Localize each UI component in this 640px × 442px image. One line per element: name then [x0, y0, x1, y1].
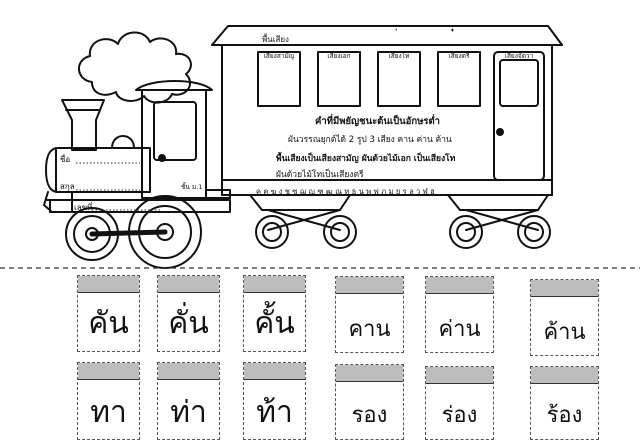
card-word: ร่อง [441, 403, 478, 428]
roof-label: พื้นเสียง [262, 33, 289, 44]
card-row2-5[interactable]: ร่อง [425, 366, 494, 440]
number-label: เลขที่ [74, 201, 92, 212]
card-row2-6[interactable]: ร้อง [530, 366, 599, 440]
card-tab [426, 367, 493, 384]
card-tab [531, 280, 598, 297]
tone-mark-ek: ่ [395, 29, 397, 31]
card-tab [244, 363, 305, 380]
card-row1-2[interactable]: คั่น [157, 275, 220, 352]
cab-window [153, 101, 197, 161]
card-row1-5[interactable]: ค่าน [425, 276, 494, 353]
consonant-list: ค ฅ ฆ ง ช ซ ฌ ญ ฑ ฒ ณ ท ธ น พ ฟ ภ ม ย ร … [256, 187, 435, 196]
card-row1-3[interactable]: คั้น [243, 275, 306, 352]
window-1 [257, 51, 301, 107]
card-word: ค่าน [438, 317, 481, 342]
name-label: ชื่อ [60, 153, 70, 164]
window-label-3: เสียงโท [389, 52, 410, 60]
bogie-right [447, 194, 549, 211]
card-word: ค้าน [543, 320, 586, 345]
card-tab [78, 276, 139, 293]
carriage-door [493, 51, 545, 181]
card-word: ท้า [256, 395, 293, 430]
card-row2-3[interactable]: ท้า [243, 362, 306, 440]
window-2 [317, 51, 361, 107]
card-row1-4[interactable]: คาน [335, 276, 404, 353]
card-word: คัน [88, 306, 129, 341]
card-row1-6[interactable]: ค้าน [530, 279, 599, 356]
window-label-4: เสียงตรี [449, 52, 470, 60]
bogie-left [249, 194, 351, 211]
window-4 [437, 51, 481, 107]
card-tab [336, 277, 403, 294]
window-3 [377, 51, 421, 107]
card-tab [158, 363, 219, 380]
card-tab [244, 276, 305, 293]
card-word: ทา [90, 395, 127, 430]
card-row2-1[interactable]: ทา [77, 362, 140, 440]
boiler [45, 147, 151, 193]
card-word: ร้อง [546, 403, 583, 428]
rule-line-3: ผันด้วยไม้โทเป็นเสียงตรี [276, 168, 364, 180]
card-word: คั้น [254, 306, 295, 341]
card-row2-4[interactable]: รอง [335, 364, 404, 440]
window-label-2: เสียงเอก [327, 52, 350, 60]
cowcatcher [43, 191, 73, 213]
card-word: คาน [348, 317, 391, 342]
card-tab [78, 363, 139, 380]
rule-line-1: ผันวรรณยุกต์ได้ 2 รูป 3 เสียง คาน ค่าน ค… [288, 134, 452, 145]
window-label-1: เสียงสามัญ [264, 52, 295, 60]
class-word: ชั้น ม.1 [181, 182, 202, 191]
window-label-5: เสียงจัตวา [505, 52, 534, 60]
rule-heading: คำที่มีพยัญชนะต้นเป็นอักษรต่ำ [315, 113, 440, 127]
card-tab [426, 277, 493, 294]
card-word: คั่น [168, 306, 209, 341]
card-tab [336, 365, 403, 382]
card-tab [531, 367, 598, 384]
card-word: ท่า [170, 395, 207, 430]
card-word: รอง [351, 403, 388, 428]
tone-mark-tri: ๋ [450, 29, 454, 32]
card-row2-2[interactable]: ท่า [157, 362, 220, 440]
smoke-cloud [78, 31, 192, 104]
rule-line-2: พื้นเสียงเป็นเสียงสามัญ ผันด้วยไม้เอก เป… [276, 151, 456, 164]
chimney [61, 99, 105, 151]
card-row1-1[interactable]: คัน [77, 275, 140, 352]
card-tab [158, 276, 219, 293]
class-label: สกุล [60, 182, 75, 191]
